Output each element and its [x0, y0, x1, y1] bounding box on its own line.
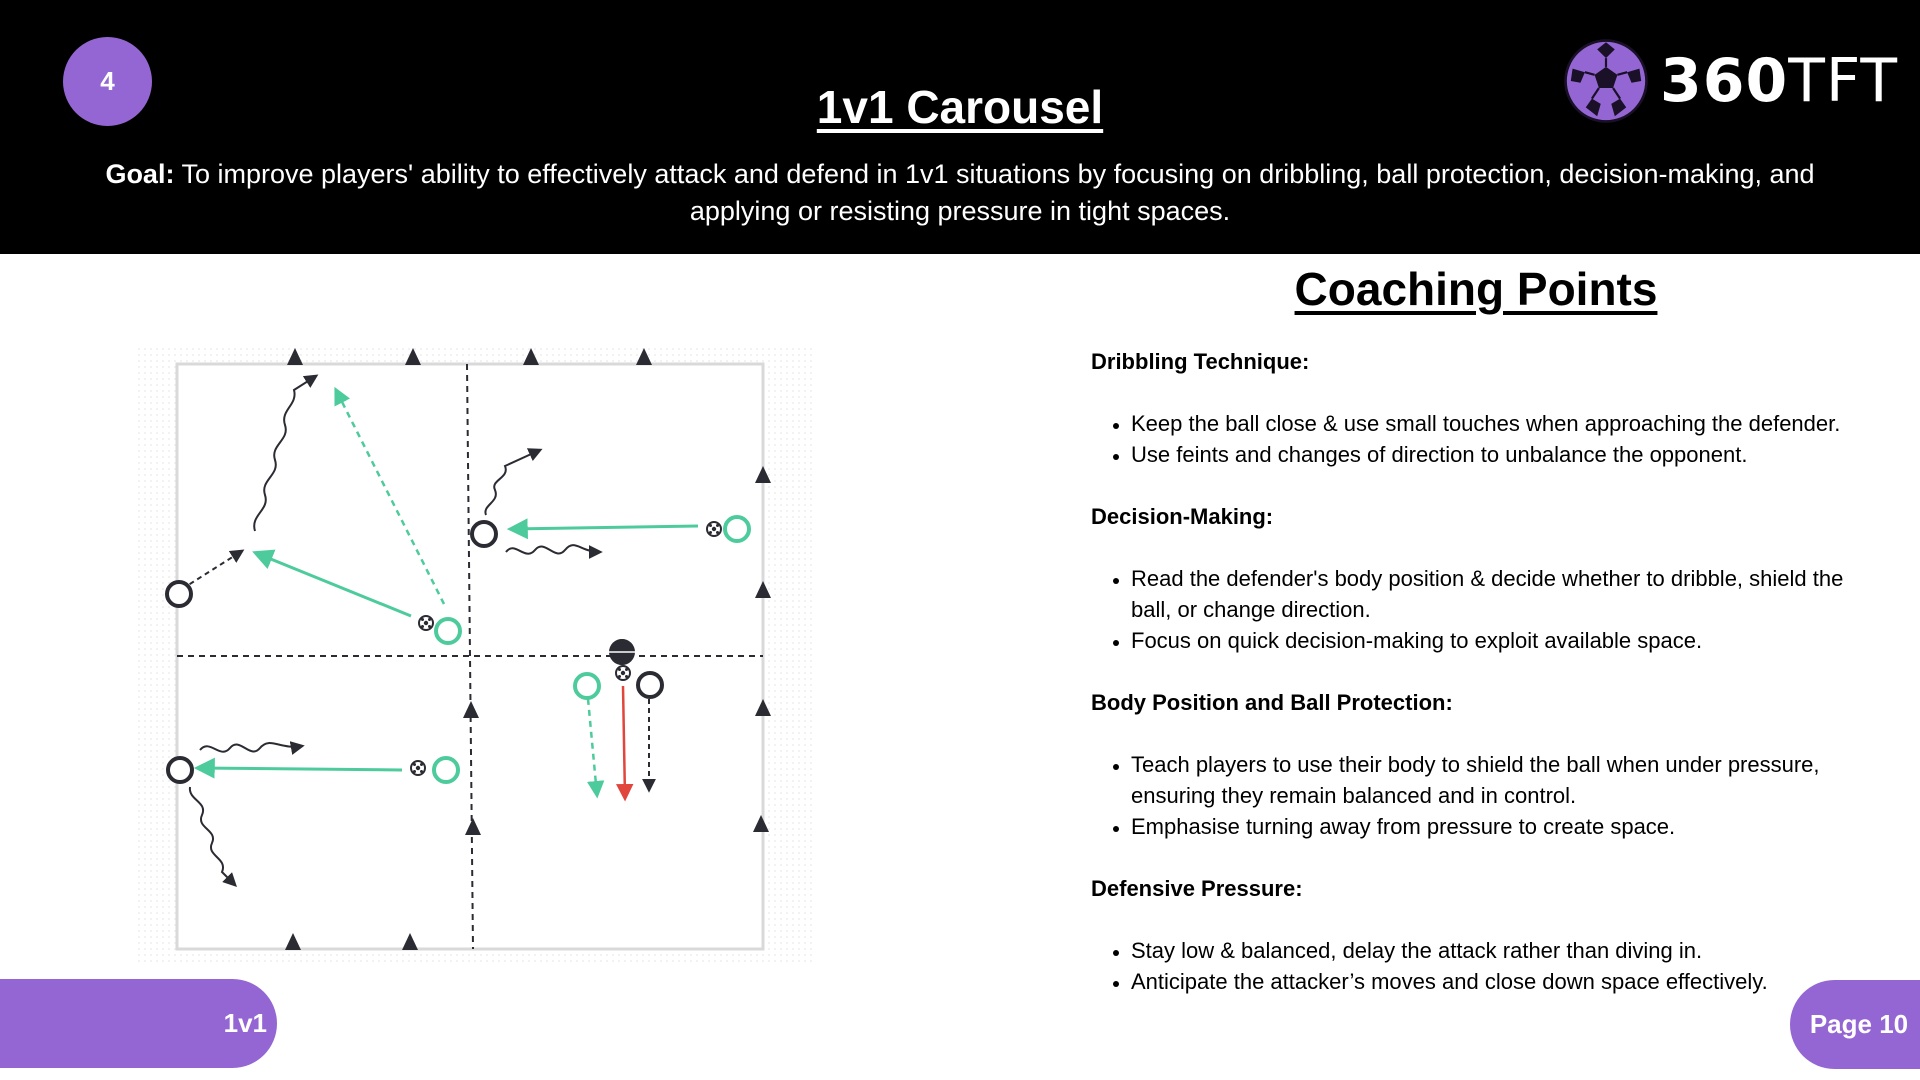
top-left-drill	[165, 374, 462, 645]
bottom-right-drill	[573, 639, 664, 802]
list-item: Keep the ball close & use small touches …	[1131, 408, 1881, 439]
coaching-points: Dribbling Technique: Keep the ball close…	[1091, 346, 1881, 997]
section-heading: Defensive Pressure:	[1091, 876, 1303, 901]
page-title: 1v1 Carousel	[816, 81, 1104, 133]
brand-name: 360TFT	[1660, 46, 1898, 116]
brand-logo: 360TFT	[1562, 36, 1898, 126]
header-bar: 4 1v1 Carousel Goal: To improve players'…	[0, 0, 1920, 254]
list-item: Emphasise turning away from pressure to …	[1131, 811, 1881, 842]
section-points: Stay low & balanced, delay the attack ra…	[1091, 935, 1881, 997]
goal-description: To improve players' ability to effective…	[174, 159, 1815, 226]
list-item: Use feints and changes of direction to u…	[1131, 439, 1881, 470]
vertical-divider	[466, 363, 474, 950]
topic-tab: 1v1	[0, 979, 277, 1068]
list-item: Focus on quick decision-making to exploi…	[1131, 625, 1881, 656]
list-item: Teach players to use their body to shiel…	[1131, 749, 1881, 811]
session-number-badge: 4	[63, 37, 152, 126]
section-points: Keep the ball close & use small touches …	[1091, 408, 1881, 470]
section-points: Read the defender's body position & deci…	[1091, 563, 1881, 656]
section-heading: Decision-Making:	[1091, 504, 1274, 529]
page-number: Page 10	[1790, 980, 1920, 1069]
top-right-drill	[470, 448, 751, 559]
section-points: Teach players to use their body to shiel…	[1091, 749, 1881, 842]
bottom-left-drill	[166, 741, 460, 887]
brand-name-bold: 360	[1660, 46, 1789, 116]
goal-text: Goal: To improve players' ability to eff…	[100, 156, 1820, 230]
section-heading: Body Position and Ball Protection:	[1091, 690, 1453, 715]
drill-diagram	[135, 346, 815, 966]
list-item: Read the defender's body position & deci…	[1131, 563, 1881, 625]
coaching-points-title: Coaching Points	[1294, 263, 1658, 315]
list-item: Anticipate the attacker’s moves and clos…	[1131, 966, 1881, 997]
brand-name-light: TFT	[1788, 46, 1899, 116]
list-item: Stay low & balanced, delay the attack ra…	[1131, 935, 1881, 966]
soccer-ball-icon	[1564, 39, 1648, 123]
goal-label: Goal:	[105, 159, 175, 189]
section-heading: Dribbling Technique:	[1091, 349, 1310, 374]
